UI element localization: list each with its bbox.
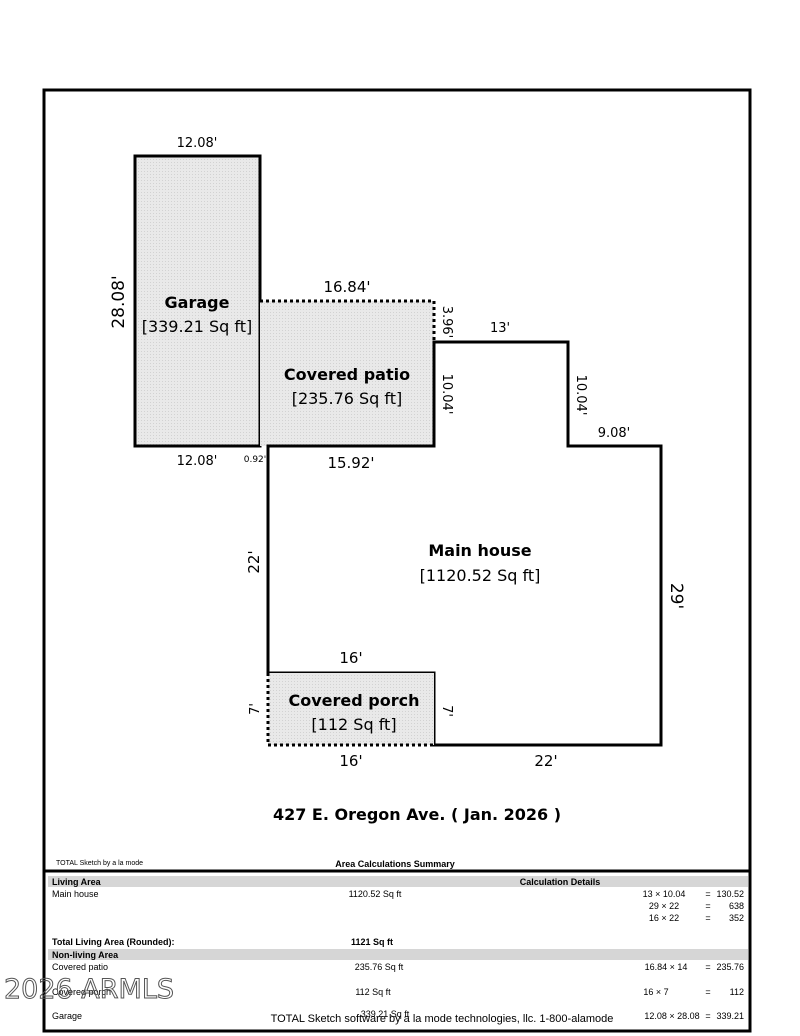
calc-expr: 12.08 × 28.08 [644, 1011, 699, 1021]
nonliving-area-header: Non-living Area [52, 950, 119, 960]
dim-porch-bottom: 16' [339, 752, 362, 770]
garage-area [133, 154, 262, 448]
calc-result: 112 [730, 987, 744, 997]
calc-equals: = [705, 1011, 710, 1021]
page-frame [42, 88, 752, 1033]
garage-name: Garage [165, 293, 230, 312]
porch-name: Covered porch [289, 691, 420, 710]
calc-equals: = [705, 901, 710, 911]
porch-fill [268, 673, 434, 745]
living-area-band [48, 876, 748, 887]
software-footer: TOTAL Sketch software by a la mode techn… [271, 1013, 614, 1025]
dim-garage-side: 28.08' [109, 275, 129, 328]
total-living-value: 1121 Sq ft [351, 937, 393, 947]
calc-expr: 29 × 22 [649, 901, 679, 911]
dim-main-step-down: 10.04' [573, 375, 588, 416]
sketch-credit: TOTAL Sketch by a la mode [56, 860, 143, 867]
calc-result: 130.52 [716, 889, 744, 899]
dim-main-step-right: 9.08' [598, 426, 631, 441]
patio-fill [260, 301, 434, 446]
dim-garage-top: 12.08' [177, 136, 218, 151]
address-title: 427 E. Oregon Ave. ( Jan. 2026 ) [273, 805, 561, 824]
dim-main-left: 22' [245, 550, 263, 573]
armls-watermark: 2026 ARMLS [4, 974, 174, 1005]
dim-main-top-left: 15.92' [327, 454, 374, 472]
calc-equals: = [705, 889, 710, 899]
table-row-label: Covered porch [52, 987, 111, 997]
dim-garage-bottom: 12.08' [177, 454, 218, 469]
table-row-value: 339.21 Sq ft [361, 1009, 410, 1019]
porch-outline-dotted [266, 673, 434, 747]
calc-result: 638 [729, 901, 744, 911]
calc-equals: = [705, 913, 710, 923]
dim-porch-right: 7' [439, 705, 454, 717]
dim-patio-right-upper: 3.96' [439, 306, 454, 339]
main-house-row-label: Main house [52, 889, 99, 899]
dim-main-right: 29' [666, 583, 686, 609]
dim-small-offset: 0.92' [244, 455, 267, 465]
main-house-size: [1120.52 Sq ft] [420, 566, 541, 585]
table-row-value: 235.76 Sq ft [355, 962, 404, 972]
calc-expr: 16 × 22 [649, 913, 679, 923]
total-living-label: Total Living Area (Rounded): [52, 937, 175, 947]
patio-name: Covered patio [284, 365, 410, 384]
table-row-label: Garage [52, 1011, 82, 1021]
dim-main-bottom: 22' [534, 752, 557, 770]
porch-size: [112 Sq ft] [311, 715, 396, 734]
dim-patio-right: 10.04' [439, 374, 454, 415]
calc-details-header: Calculation Details [520, 877, 601, 887]
dim-porch-left: 7' [248, 703, 263, 715]
dim-patio-top: 16.84' [323, 278, 370, 296]
calc-result: 235.76 [716, 962, 744, 972]
calc-equals: = [705, 987, 710, 997]
main-house-row-value: 1120.52 Sq ft [349, 889, 402, 899]
calc-expr: 13 × 10.04 [643, 889, 686, 899]
calc-equals: = [705, 962, 710, 972]
dim-main-top: 13' [490, 321, 510, 336]
summary-title: Area Calculations Summary [335, 859, 455, 869]
calc-result: 352 [729, 913, 744, 923]
main-house-name: Main house [428, 541, 531, 560]
calc-expr: 16 × 7 [643, 987, 668, 997]
patio-size: [235.76 Sq ft] [292, 389, 403, 408]
table-row-label: Covered patio [52, 962, 108, 972]
nonliving-area-band [48, 949, 748, 960]
calc-result: 339.21 [716, 1011, 744, 1021]
living-area-header: Living Area [52, 877, 102, 887]
calc-expr: 16.84 × 14 [645, 962, 688, 972]
garage-size: [339.21 Sq ft] [142, 317, 253, 336]
dim-porch-top: 16' [339, 649, 362, 667]
table-row-value: 112 Sq ft [355, 987, 391, 997]
